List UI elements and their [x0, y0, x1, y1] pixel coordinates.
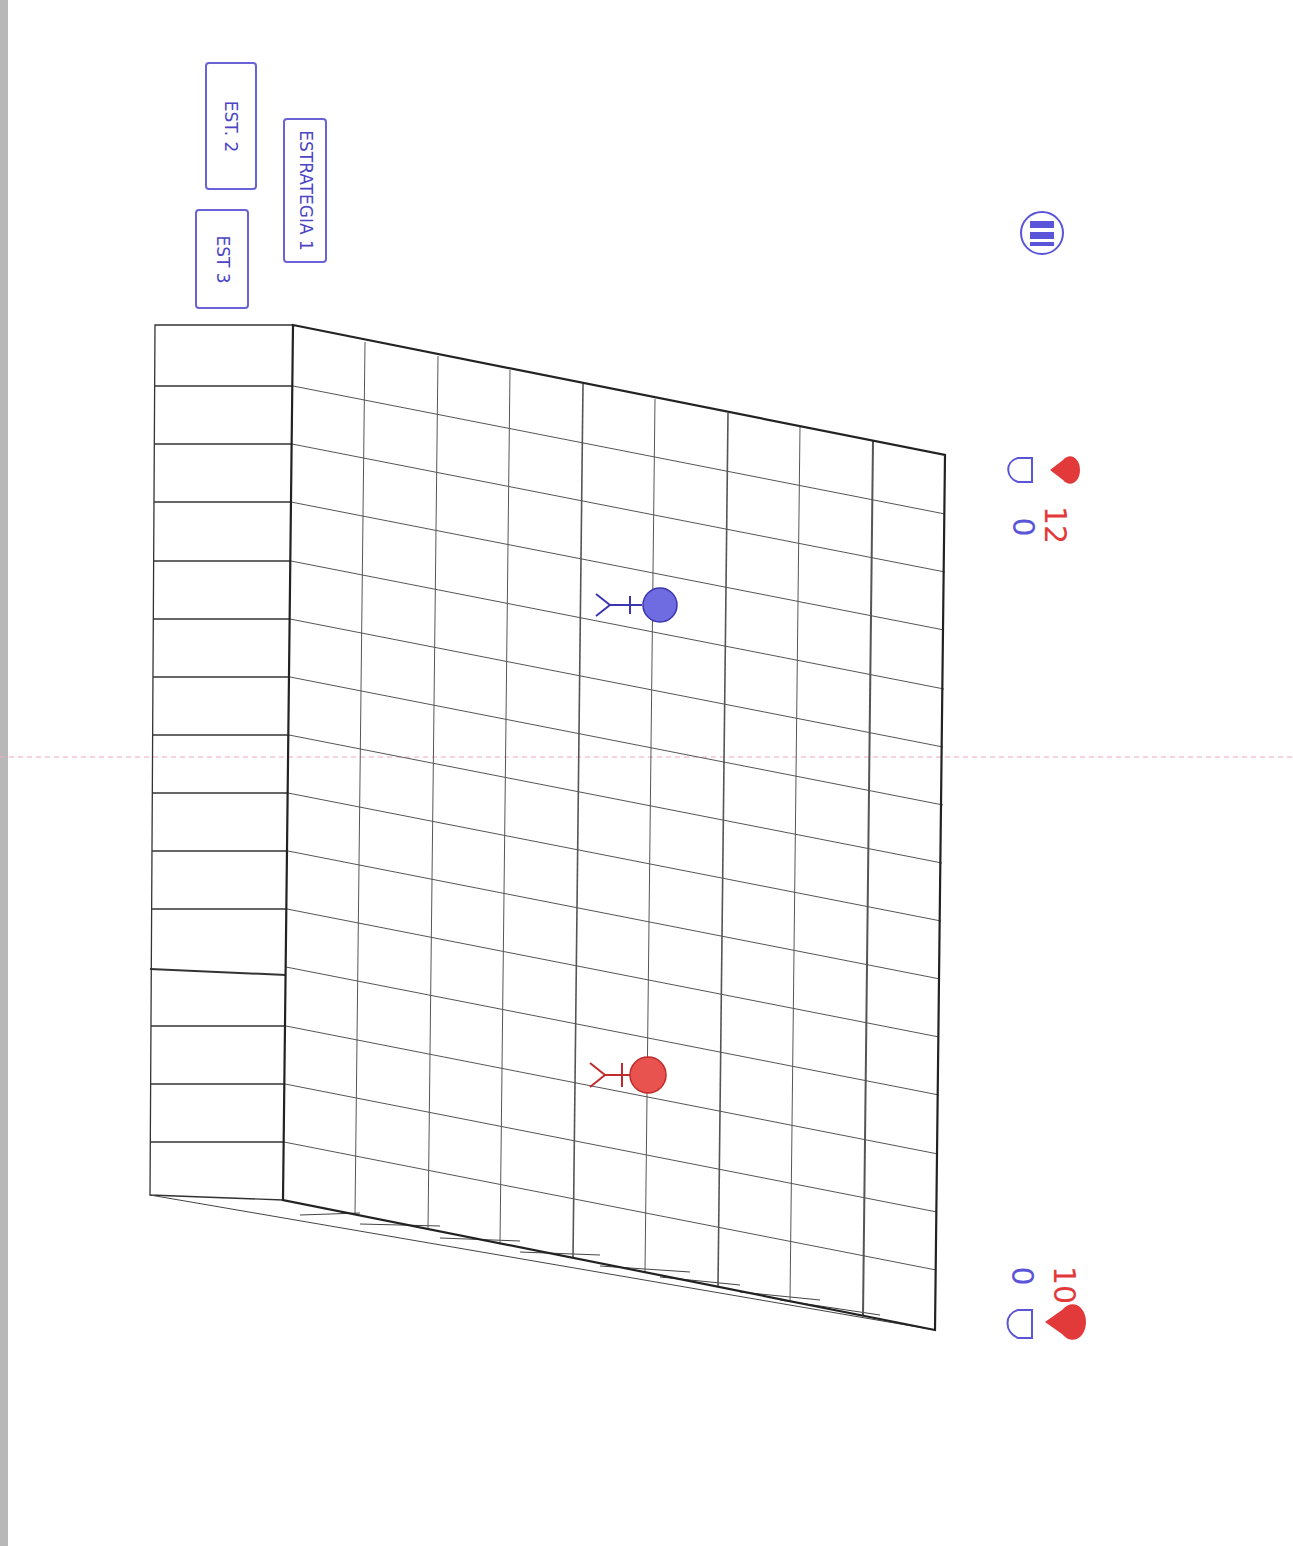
heart-icon [1045, 1304, 1086, 1340]
button-label: ESTRATEGIA 1 [297, 130, 314, 251]
button-label: EST 3 [214, 235, 231, 283]
stat-number: 0 [1008, 517, 1038, 536]
red-player [590, 1057, 666, 1093]
board-side [150, 325, 293, 1200]
shield-icon [1008, 458, 1032, 482]
board-grid [284, 342, 945, 1316]
stat-number: 12 [1040, 506, 1070, 544]
stat-number: 0 [1007, 1266, 1037, 1285]
page-edge [0, 0, 8, 1546]
margin-line [0, 757, 1293, 758]
strategy-button: EST. 2 [205, 62, 257, 190]
board-bottom [150, 1195, 935, 1330]
heart-icon [1050, 456, 1080, 483]
button-label: EST. 2 [222, 101, 239, 153]
blue-player [596, 588, 677, 622]
shield-icon [1008, 1310, 1033, 1338]
pause-button [1021, 212, 1063, 254]
board-outline [283, 325, 945, 1330]
strategy-button: EST 3 [195, 209, 249, 309]
stat-number: 10 [1049, 1266, 1079, 1304]
strategy-button: ESTRATEGIA 1 [283, 118, 327, 263]
